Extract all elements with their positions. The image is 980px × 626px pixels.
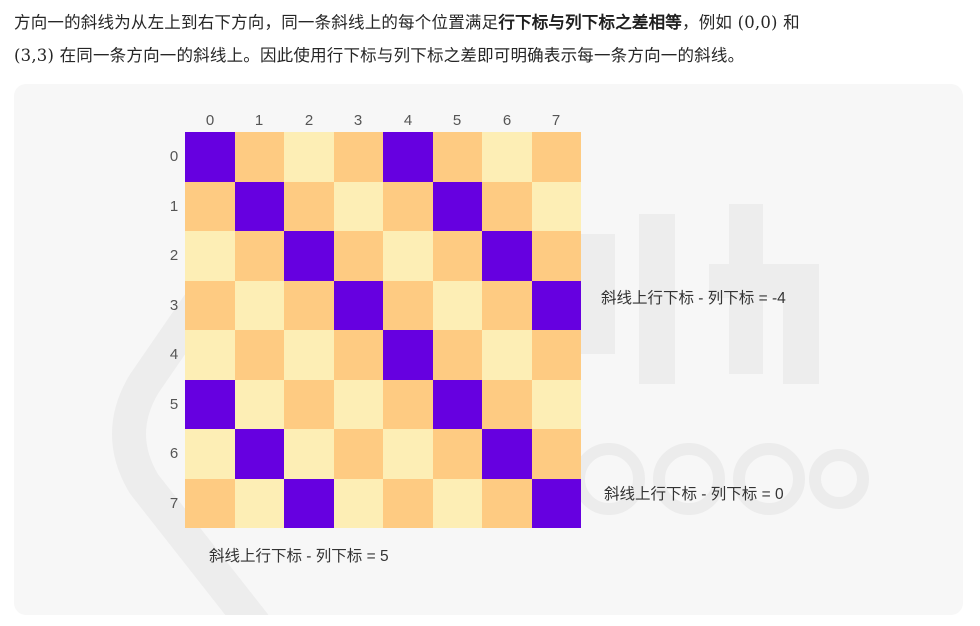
board-cell bbox=[284, 181, 334, 231]
board-cell bbox=[333, 231, 383, 281]
board-cell bbox=[284, 429, 334, 479]
board-cell bbox=[284, 330, 334, 380]
board-cell bbox=[185, 330, 235, 380]
watermark-glyph-icon bbox=[579, 204, 819, 384]
board-cell bbox=[333, 330, 383, 380]
diagonal-cell bbox=[432, 181, 482, 231]
col-label: 3 bbox=[353, 112, 363, 129]
board-cell bbox=[333, 181, 383, 231]
diagonal-cell bbox=[234, 429, 284, 479]
row-label: 7 bbox=[169, 495, 179, 512]
board-cell bbox=[432, 330, 482, 380]
board-grid bbox=[185, 132, 581, 528]
paragraph-text-4: 在同一条方向一的斜线上。因此使用行下标与列下标之差即可明确表示每一条方向一的斜线… bbox=[59, 46, 745, 65]
board-cell bbox=[531, 231, 581, 281]
board-cell bbox=[234, 132, 284, 182]
row-label: 5 bbox=[169, 396, 179, 413]
diagonal-cell bbox=[284, 231, 334, 281]
diagonal-cell bbox=[383, 330, 433, 380]
board-cell bbox=[185, 231, 235, 281]
board-cell bbox=[185, 181, 235, 231]
col-label: 0 bbox=[205, 112, 215, 129]
board-cell bbox=[383, 181, 433, 231]
board-cell bbox=[333, 132, 383, 182]
board-cell bbox=[383, 379, 433, 429]
board-cell bbox=[234, 280, 284, 330]
board-cell bbox=[383, 231, 433, 281]
board-cell bbox=[432, 478, 482, 528]
board-cell bbox=[333, 379, 383, 429]
board-cell bbox=[234, 379, 284, 429]
board-cell bbox=[482, 280, 532, 330]
diagonal-cell bbox=[234, 181, 284, 231]
col-label: 6 bbox=[502, 112, 512, 129]
description-paragraph: 方向一的斜线为从左上到右下方向，同一条斜线上的每个位置满足行下标与列下标之差相等… bbox=[14, 6, 974, 72]
paragraph-bold-text: 行下标与列下标之差相等 bbox=[498, 13, 683, 32]
board-cell bbox=[284, 280, 334, 330]
row-label: 6 bbox=[169, 445, 179, 462]
board-cell bbox=[185, 429, 235, 479]
math-example-2: (3,3) bbox=[14, 46, 55, 65]
paragraph-text-1: 方向一的斜线为从左上到右下方向，同一条斜线上的每个位置满足 bbox=[14, 13, 499, 32]
watermark-text-icon bbox=[573, 443, 869, 515]
col-label: 2 bbox=[304, 112, 314, 129]
board-cell bbox=[531, 379, 581, 429]
board-cell bbox=[234, 478, 284, 528]
board-cell bbox=[531, 181, 581, 231]
board-cell bbox=[482, 181, 532, 231]
board-cell bbox=[185, 280, 235, 330]
paragraph-text-2: ，例如 bbox=[682, 13, 733, 32]
board-cell bbox=[234, 231, 284, 281]
board-cell bbox=[185, 478, 235, 528]
diagonal-cell bbox=[333, 280, 383, 330]
row-label: 2 bbox=[169, 247, 179, 264]
row-label: 0 bbox=[169, 148, 179, 165]
board-cell bbox=[234, 330, 284, 380]
board-cell bbox=[333, 429, 383, 479]
col-label: 4 bbox=[403, 112, 413, 129]
diagonal-cell bbox=[482, 429, 532, 479]
diagonal-cell bbox=[482, 231, 532, 281]
board-cell bbox=[482, 478, 532, 528]
diagonal-cell bbox=[383, 132, 433, 182]
watermark-logo-icon bbox=[112, 207, 271, 615]
board-cell bbox=[482, 379, 532, 429]
board-cell bbox=[432, 231, 482, 281]
board-cell bbox=[333, 478, 383, 528]
diagonal-cell bbox=[185, 379, 235, 429]
row-label: 1 bbox=[169, 198, 179, 215]
board-cell bbox=[432, 132, 482, 182]
board-cell bbox=[482, 132, 532, 182]
board-cell bbox=[482, 330, 532, 380]
paragraph-text-3: 和 bbox=[783, 13, 800, 32]
diagonal-label-zero: 斜线上行下标 - 列下标 = 0 bbox=[604, 486, 784, 503]
diagonal-label-minus4: 斜线上行下标 - 列下标 = -4 bbox=[601, 290, 786, 307]
row-label: 3 bbox=[169, 297, 179, 314]
row-label: 4 bbox=[169, 346, 179, 363]
board-cell bbox=[432, 429, 482, 479]
col-label: 5 bbox=[452, 112, 462, 129]
diagonal-cell bbox=[284, 478, 334, 528]
math-example-1: (0,0) bbox=[737, 13, 778, 32]
board-cell bbox=[383, 478, 433, 528]
diagonal-cell bbox=[185, 132, 235, 182]
board-cell bbox=[284, 379, 334, 429]
board-cell bbox=[383, 280, 433, 330]
diagonal-cell bbox=[531, 478, 581, 528]
board-cell bbox=[284, 132, 334, 182]
board-cell bbox=[432, 280, 482, 330]
col-label: 1 bbox=[254, 112, 264, 129]
diagonal-cell bbox=[531, 280, 581, 330]
diagonal-cell bbox=[432, 379, 482, 429]
board-cell bbox=[383, 429, 433, 479]
diagram-card: 0 1 2 3 4 5 6 7 0 1 2 3 4 5 6 7 斜线上行下标 -… bbox=[14, 84, 963, 615]
col-label: 7 bbox=[551, 112, 561, 129]
diagonal-label-five: 斜线上行下标 - 列下标 = 5 bbox=[209, 548, 389, 565]
board-cell bbox=[531, 429, 581, 479]
board-cell bbox=[531, 330, 581, 380]
board-cell bbox=[531, 132, 581, 182]
